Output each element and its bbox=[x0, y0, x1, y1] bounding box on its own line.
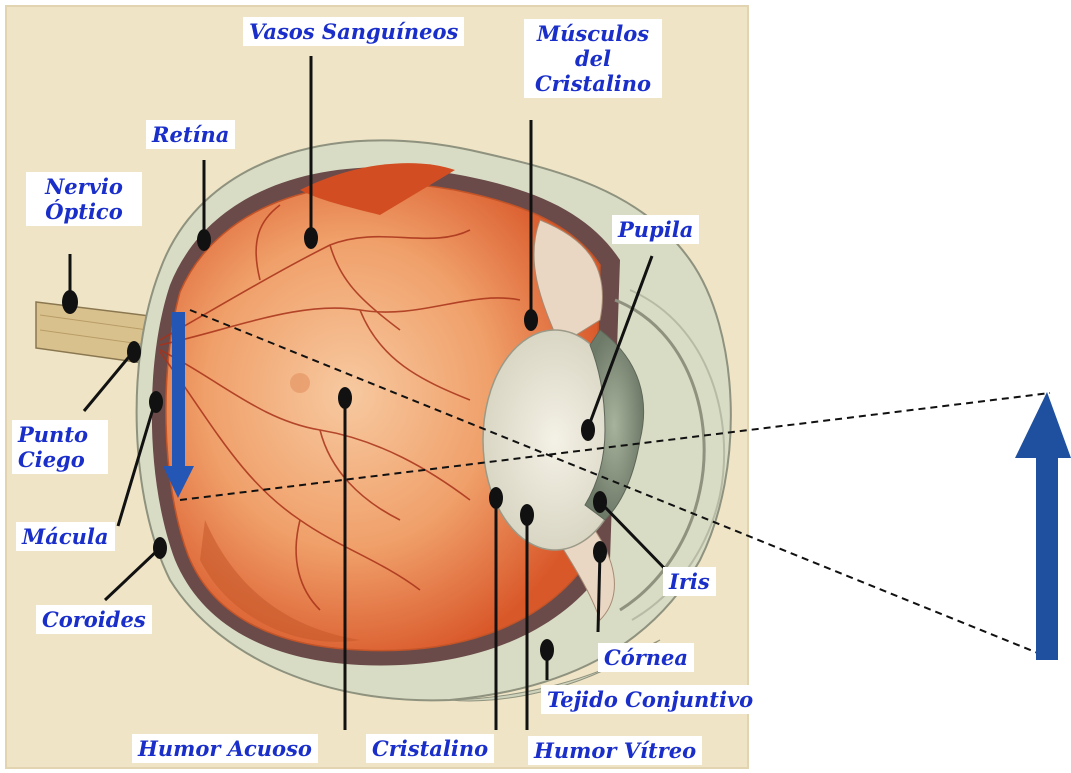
label-cristalino: Cristalino bbox=[366, 734, 494, 763]
label-nervio-line1: Nervio bbox=[32, 174, 136, 199]
label-iris: Iris bbox=[663, 567, 716, 596]
label-humor-acuoso: Humor Acuoso bbox=[132, 734, 318, 763]
label-nervio-optico: Nervio Óptico bbox=[26, 172, 142, 226]
label-pupila: Pupila bbox=[612, 215, 699, 244]
label-macula: Mácula bbox=[16, 522, 115, 551]
label-musculos-line1: Músculos bbox=[528, 21, 658, 46]
label-vasos-sanguineos: Vasos Sanguíneos bbox=[243, 17, 464, 46]
label-punto-line2: Ciego bbox=[18, 447, 102, 472]
label-musculos-del-cristalino: Músculos del Cristalino bbox=[524, 19, 662, 98]
label-nervio-line2: Óptico bbox=[32, 199, 136, 224]
label-tejido-conjuntivo: Tejido Conjuntivo bbox=[541, 685, 759, 714]
label-humor-vitreo: Humor Vítreo bbox=[528, 736, 702, 765]
macula-spot bbox=[290, 373, 310, 393]
label-punto-line1: Punto bbox=[18, 422, 102, 447]
label-musculos-line3: Cristalino bbox=[528, 71, 658, 96]
label-punto-ciego: Punto Ciego bbox=[12, 420, 108, 474]
label-cornea: Córnea bbox=[598, 643, 694, 672]
label-coroides: Coroides bbox=[36, 605, 152, 634]
object-arrow bbox=[1015, 392, 1071, 660]
label-retina: Retína bbox=[146, 120, 235, 149]
label-musculos-line2: del bbox=[528, 46, 658, 71]
